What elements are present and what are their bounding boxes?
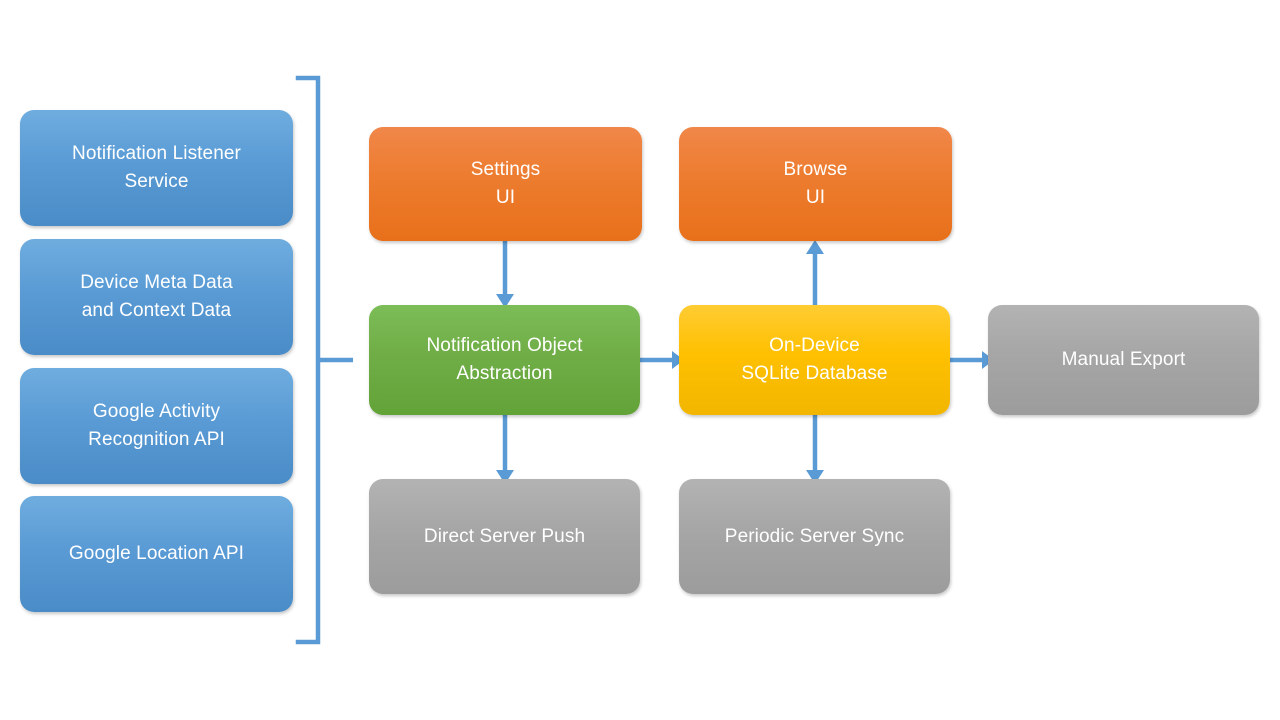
- node-periodic-server-sync[interactable]: Periodic Server Sync: [679, 479, 950, 594]
- edge-database-to-browse: [806, 240, 824, 308]
- node-input-device-meta-data[interactable]: Device Meta Data and Context Data: [20, 239, 293, 355]
- node-input-notification-listener-service[interactable]: Notification Listener Service: [20, 110, 293, 226]
- node-on-device-sqlite-database[interactable]: On-Device SQLite Database: [679, 305, 950, 415]
- inputs-group-bracket: [295, 75, 353, 645]
- node-input-location-api[interactable]: Google Location API: [20, 496, 293, 612]
- node-browse-ui[interactable]: Browse UI: [679, 127, 952, 241]
- node-settings-ui[interactable]: Settings UI: [369, 127, 642, 241]
- node-notification-object-abstraction[interactable]: Notification Object Abstraction: [369, 305, 640, 415]
- edge-abstraction-to-database: [636, 351, 684, 369]
- edge-abstraction-to-direct-push: [496, 412, 514, 484]
- edge-settings-to-abstraction: [496, 238, 514, 308]
- node-direct-server-push[interactable]: Direct Server Push: [369, 479, 640, 594]
- node-input-activity-recognition-api[interactable]: Google Activity Recognition API: [20, 368, 293, 484]
- node-manual-export[interactable]: Manual Export: [988, 305, 1259, 415]
- edge-database-to-periodic-sync: [806, 412, 824, 484]
